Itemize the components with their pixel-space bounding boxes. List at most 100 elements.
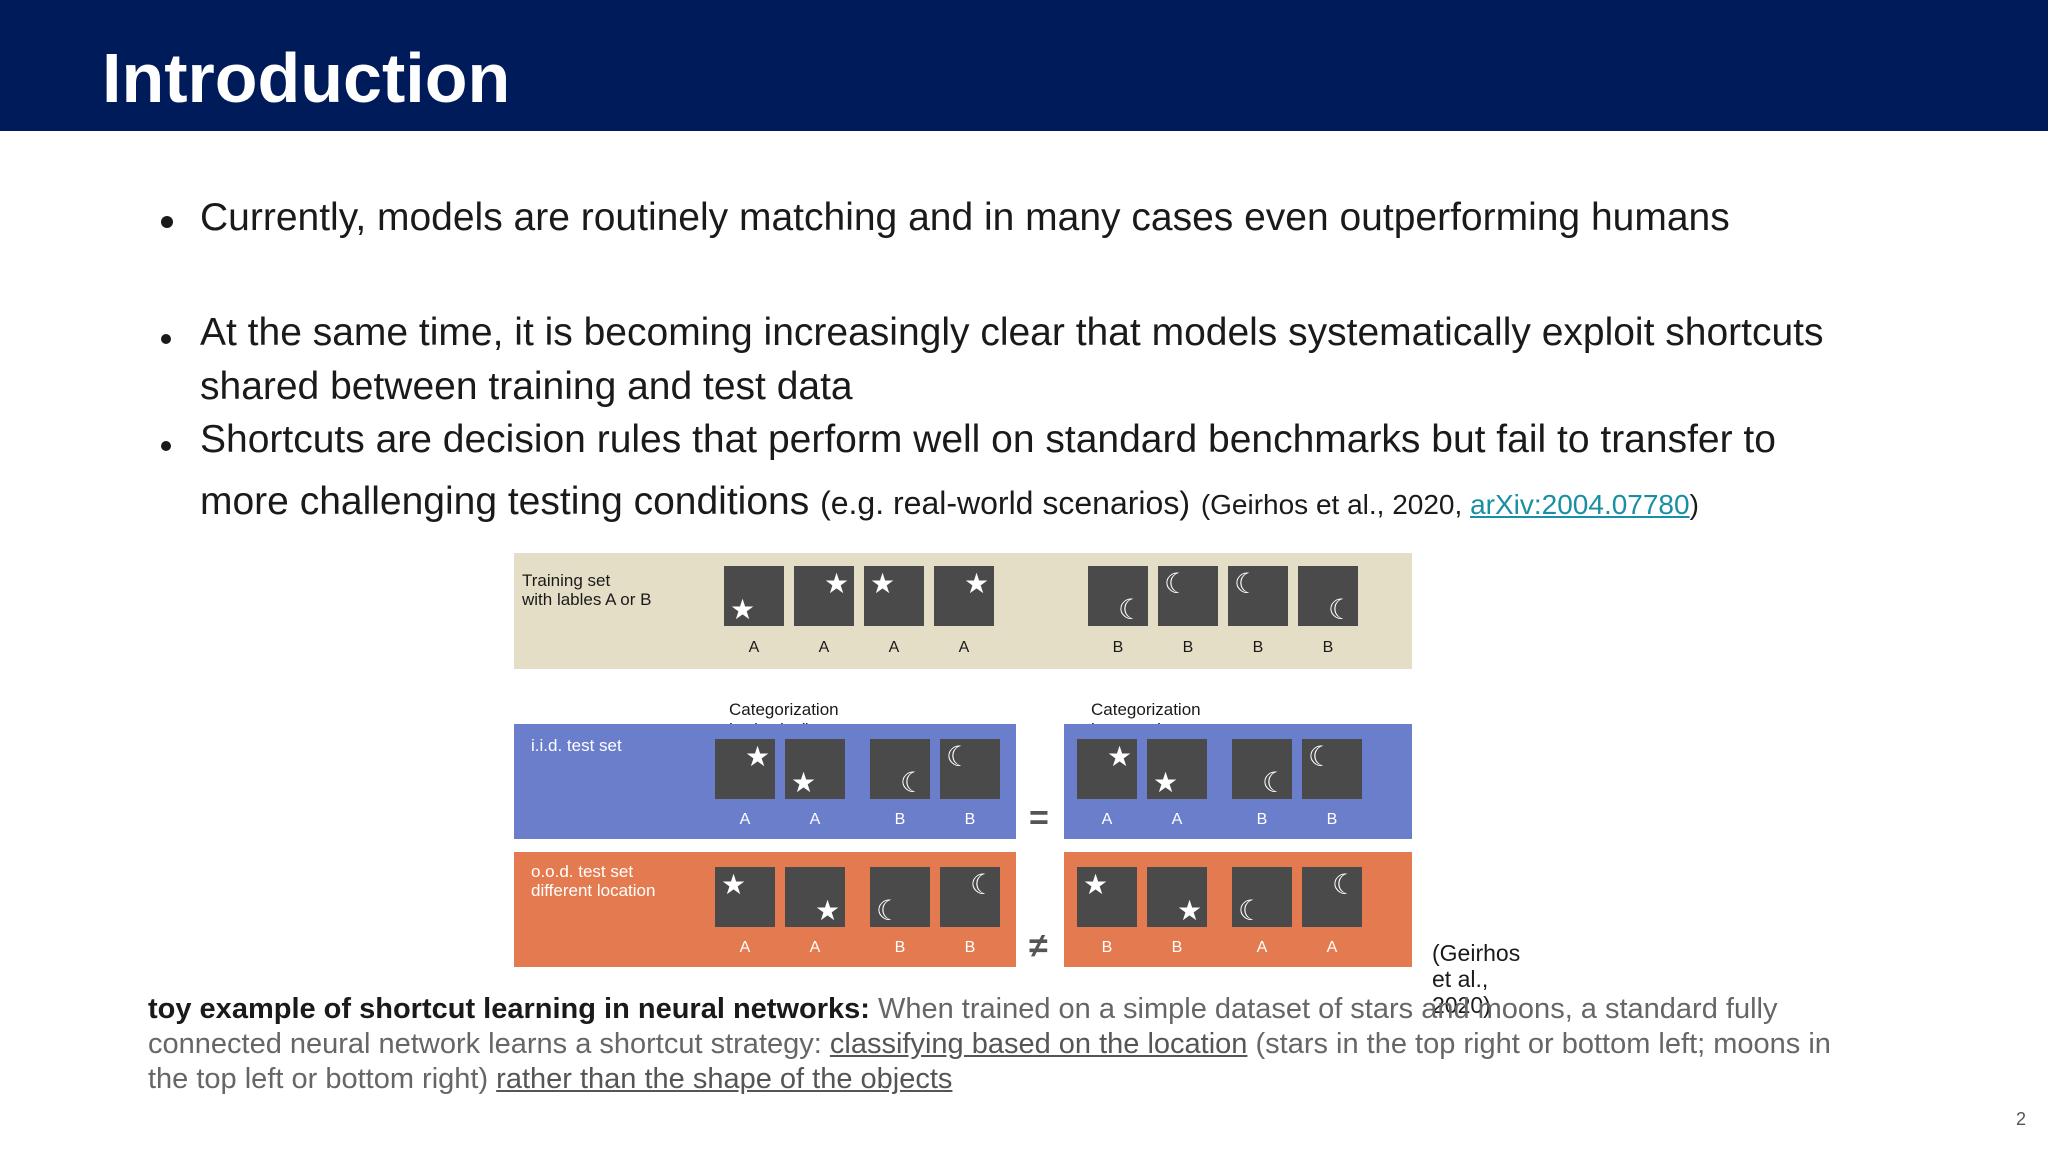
star-tile: ★ — [785, 739, 845, 799]
tile-label: B — [964, 811, 976, 828]
tile-label: B — [1171, 939, 1183, 956]
tile-label: A — [748, 639, 760, 656]
star-icon: ★ — [1177, 895, 1203, 926]
crescent-moon-icon: ☾ — [1238, 895, 1264, 926]
moon-tile: ☾ — [940, 867, 1000, 927]
training-set-label: Training set with lables A or B — [522, 571, 652, 609]
tile-label: A — [818, 639, 830, 656]
moon-tile: ☾ — [1302, 739, 1362, 799]
bullet-text: shared between training and test data — [200, 365, 853, 408]
page-number: 2 — [2015, 1109, 2026, 1129]
iid-test-set-label: i.i.d. test set — [531, 736, 622, 755]
tile-label: A — [809, 939, 821, 956]
tile-label: B — [964, 939, 976, 956]
tile-label: B — [1252, 639, 1264, 656]
star-tile: ★ — [1077, 739, 1137, 799]
star-tile: ★ — [715, 867, 775, 927]
moon-tile: ☾ — [870, 867, 930, 927]
star-icon: ★ — [745, 741, 771, 772]
crescent-moon-icon: ☾ — [1118, 594, 1144, 625]
tile-label: A — [958, 639, 970, 656]
crescent-moon-icon: ☾ — [1308, 741, 1334, 772]
bullet-text: Shortcuts are decision rules that perfor… — [200, 418, 1776, 461]
bullet-text: At the same time, it is becoming increas… — [200, 311, 1824, 354]
crescent-moon-icon: ☾ — [1234, 568, 1260, 599]
ood-test-set-label: o.o.d. test set different location — [531, 862, 656, 900]
moon-tile: ☾ — [1298, 566, 1358, 626]
tile-label: A — [809, 811, 821, 828]
star-icon: ★ — [730, 594, 756, 625]
citation-prefix: (Geirhos et al., 2020, — [1200, 489, 1471, 520]
title-bar: Introduction — [0, 0, 2048, 131]
crescent-moon-icon: ☾ — [1328, 594, 1354, 625]
star-tile: ★ — [1147, 739, 1207, 799]
caption-underline: rather than the shape of the objects — [496, 1063, 953, 1095]
star-icon: ★ — [815, 895, 841, 926]
tile-label: A — [1171, 811, 1183, 828]
star-tile: ★ — [724, 566, 784, 626]
star-icon: ★ — [870, 568, 896, 599]
bullet-text: more challenging testing conditions — [200, 480, 810, 523]
tile-label: A — [888, 639, 900, 656]
figure-citation: (Geirhos et al., 2020) — [1432, 940, 1521, 1018]
star-tile: ★ — [934, 566, 994, 626]
star-icon: ★ — [1107, 741, 1133, 772]
caption-underline: classifying based on the location — [829, 1028, 1248, 1060]
tile-label: A — [739, 811, 751, 828]
crescent-moon-icon: ☾ — [900, 767, 926, 798]
moon-tile: ☾ — [1232, 867, 1292, 927]
tile-label: A — [739, 939, 751, 956]
star-icon: ★ — [721, 869, 747, 900]
equals-sign: = — [1029, 799, 1049, 837]
tile-label: A — [1326, 939, 1338, 956]
bullet-item: Currently, models are routinely matching… — [161, 191, 1900, 245]
tile-label: B — [1112, 639, 1124, 656]
crescent-moon-icon: ☾ — [970, 869, 996, 900]
star-tile: ★ — [785, 867, 845, 927]
crescent-moon-icon: ☾ — [876, 895, 902, 926]
bullet-item: Shortcuts are decision rules that perfor… — [161, 413, 1900, 537]
caption-text: When trained on a simple dataset of star… — [148, 993, 1778, 1060]
tile-label: B — [894, 939, 906, 956]
moon-tile: ☾ — [1232, 739, 1292, 799]
bullet-dot-icon — [161, 216, 173, 228]
figure-caption: toy example of shortcut learning in neur… — [148, 992, 1848, 1097]
star-icon: ★ — [824, 568, 850, 599]
star-tile: ★ — [1147, 867, 1207, 927]
tile-label: B — [1322, 639, 1334, 656]
moon-tile: ☾ — [1088, 566, 1148, 626]
citation-suffix: ) — [1689, 489, 1699, 520]
star-icon: ★ — [1083, 869, 1109, 900]
bullet-dot-icon — [161, 334, 171, 344]
crescent-moon-icon: ☾ — [946, 741, 972, 772]
star-tile: ★ — [864, 566, 924, 626]
bullet-item: At the same time, it is becoming increas… — [161, 306, 1900, 414]
crescent-moon-icon: ☾ — [1262, 767, 1288, 798]
star-icon: ★ — [1153, 767, 1179, 798]
caption-bold: toy example of shortcut learning in neur… — [148, 993, 870, 1025]
bullet-text: Currently, models are routinely matching… — [200, 196, 1730, 239]
star-icon: ★ — [791, 767, 817, 798]
star-icon: ★ — [964, 568, 990, 599]
not-equals-sign: ≠ — [1029, 927, 1048, 965]
tile-label: B — [1101, 939, 1113, 956]
tile-label: B — [894, 811, 906, 828]
bullet-paren: (e.g. real-world scenarios) — [820, 485, 1190, 521]
slide-title: Introduction — [102, 39, 511, 117]
crescent-moon-icon: ☾ — [1164, 568, 1190, 599]
tile-label: B — [1256, 811, 1268, 828]
bullet-dot-icon — [161, 441, 171, 451]
star-tile: ★ — [794, 566, 854, 626]
moon-tile: ☾ — [870, 739, 930, 799]
tile-label: B — [1182, 639, 1194, 656]
star-tile: ★ — [1077, 867, 1137, 927]
caption-text: (stars in the top right or bottom left; … — [148, 1028, 1831, 1095]
arxiv-link[interactable]: arXiv:2004.07780 — [1470, 489, 1690, 520]
moon-tile: ☾ — [940, 739, 1000, 799]
tile-label: A — [1256, 939, 1268, 956]
moon-tile: ☾ — [1302, 867, 1362, 927]
tile-label: B — [1326, 811, 1338, 828]
star-tile: ★ — [715, 739, 775, 799]
crescent-moon-icon: ☾ — [1332, 869, 1358, 900]
moon-tile: ☾ — [1158, 566, 1218, 626]
